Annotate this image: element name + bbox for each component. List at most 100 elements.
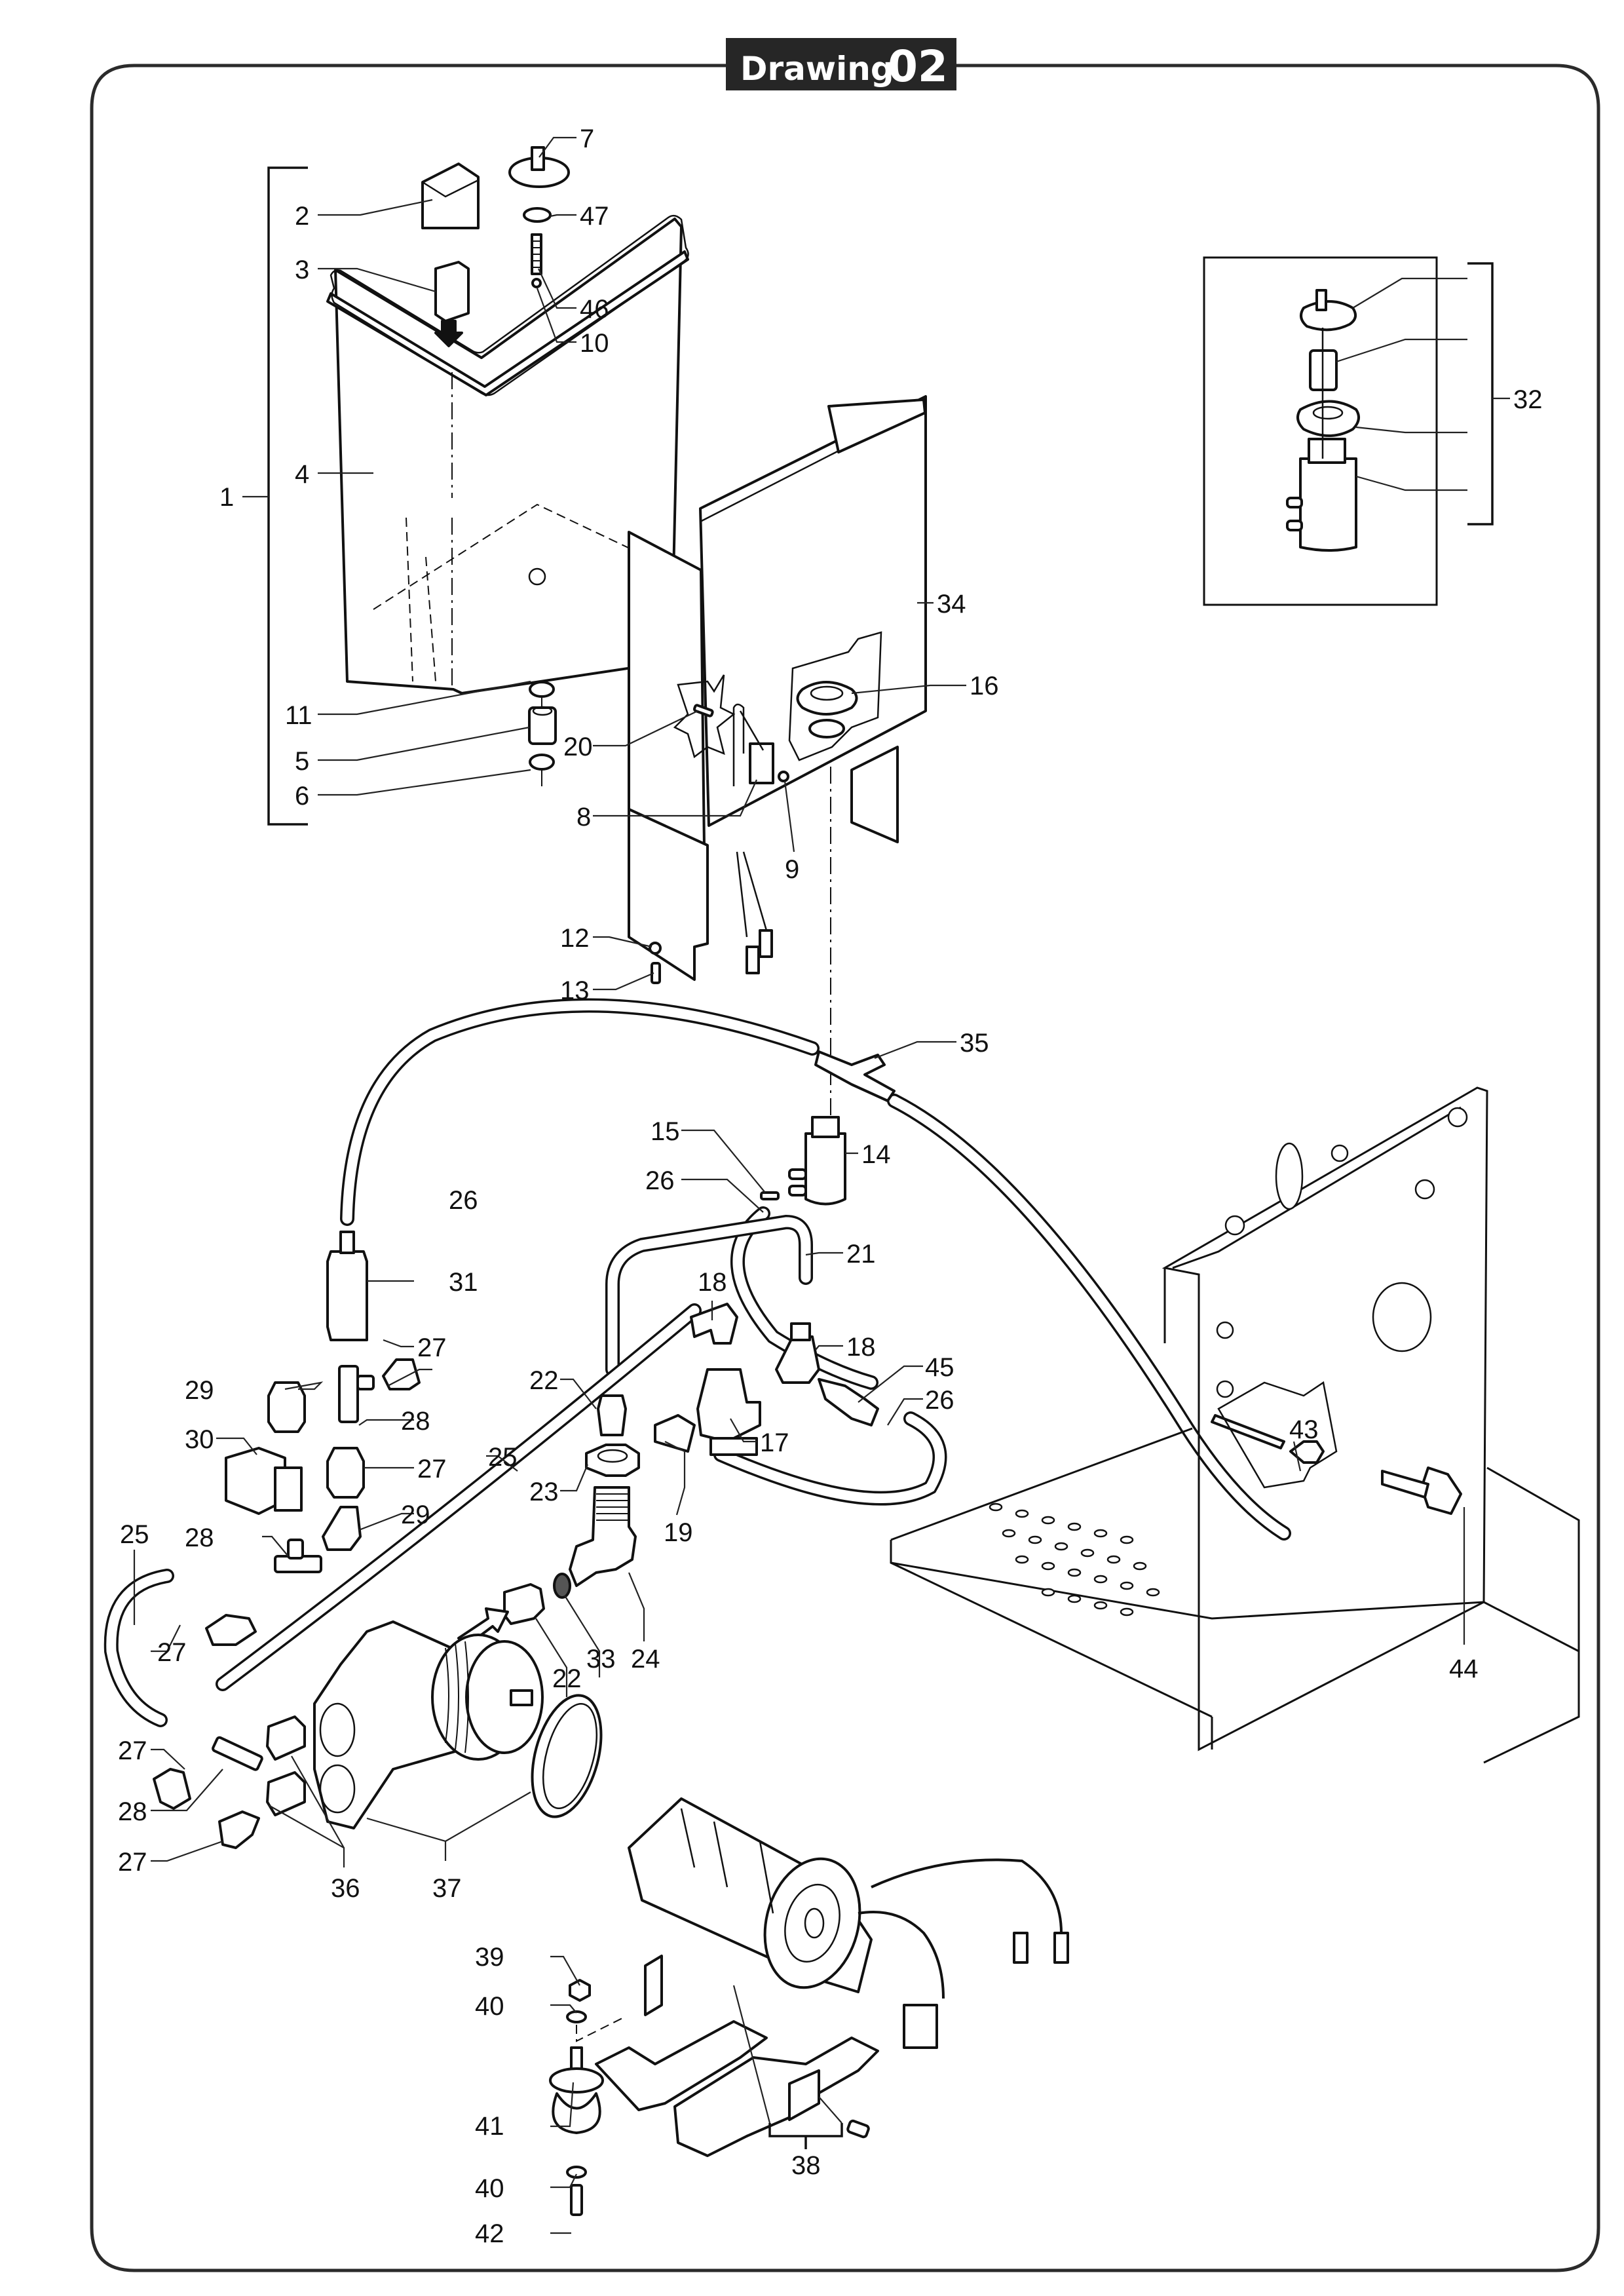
callout-17: 17: [760, 1428, 789, 1457]
tank-support-34: [628, 395, 927, 1127]
part-6-oring: [529, 754, 555, 771]
part-2-filter-cap: [421, 163, 480, 229]
part-27-elbow-d: [153, 1768, 191, 1810]
callout-35: 35: [960, 1029, 989, 1058]
callout-1: 1: [219, 483, 234, 512]
title-block: Drawing 02: [726, 38, 956, 92]
callout-9: 9: [785, 855, 799, 884]
part-27-elbow-b: [322, 1506, 362, 1551]
part-17-valve: [696, 1368, 761, 1443]
part-40-washer-upper: [566, 2010, 587, 2023]
callout-27a: 27: [417, 1333, 447, 1362]
pump-motor: [313, 1620, 1069, 2216]
callout-16: 16: [970, 672, 999, 700]
callout-42: 42: [475, 2219, 504, 2248]
page-frame: [90, 64, 1600, 2272]
callout-2: 2: [295, 202, 309, 231]
inset-frame: [1203, 256, 1438, 606]
callout-29b: 29: [401, 1501, 430, 1529]
part-11-oring: [529, 681, 555, 698]
part-29-pressure-switch-b: [326, 1447, 365, 1499]
part-18-elbow-b: [775, 1335, 820, 1384]
callout-47: 47: [580, 202, 609, 231]
part-24-elbow: [569, 1486, 637, 1587]
callout-29a: 29: [185, 1376, 214, 1405]
callout-33: 33: [586, 1645, 616, 1674]
callout-6: 6: [295, 782, 309, 811]
insert-arrow: [434, 320, 463, 347]
callout-24: 24: [631, 1645, 660, 1674]
part-42-screw: [570, 2184, 583, 2216]
callout-10: 10: [580, 329, 609, 358]
motor-connector-b: [1053, 1932, 1069, 1964]
callout-26a: 26: [449, 1186, 478, 1215]
part-5-valve: [528, 706, 557, 745]
part-38-bracket: [595, 2020, 768, 2111]
part-22-nipple-lower: [503, 1583, 545, 1625]
callout-25a: 25: [488, 1443, 518, 1472]
part-40-washer-lower: [566, 2166, 587, 2179]
part-10-ball: [531, 278, 542, 288]
inset-knob: [1300, 300, 1357, 332]
callout-4: 4: [295, 460, 309, 489]
part-3-filter-holder: [434, 261, 470, 322]
callout-11: 11: [285, 701, 312, 730]
callout-32: 32: [1513, 385, 1543, 414]
callout-38: 38: [791, 2151, 821, 2180]
part-36-nipple-b: [266, 1771, 306, 1816]
part-26-tube-upper: [340, 998, 820, 1226]
callout-26c: 26: [925, 1386, 954, 1415]
callout-26b: 26: [645, 1166, 675, 1195]
callout-19: 19: [664, 1518, 693, 1547]
motor-connector-a: [1013, 1932, 1029, 1964]
bracket-screw: [846, 2119, 870, 2139]
callout-13: 13: [560, 976, 590, 1005]
motor-connector-c: [903, 2004, 938, 2049]
callout-28b: 28: [185, 1523, 214, 1552]
part-47-oring: [523, 207, 552, 223]
tank-rim: [326, 250, 689, 396]
callout-44: 44: [1449, 1655, 1479, 1683]
part-28-tee-upper: [338, 1365, 359, 1423]
components: [153, 1050, 896, 1849]
callout-labels: 1 2 3 4 5 6 7 8 9 10 11 12 13 14 15 16 1…: [118, 124, 1543, 2248]
callout-25b: 25: [120, 1520, 149, 1549]
part-26-tube-return: [713, 1411, 947, 1506]
inset-body: [1299, 457, 1357, 552]
callout-22b: 22: [552, 1664, 582, 1693]
part-43-tube: [1211, 1414, 1285, 1449]
part-45-connector: [818, 1378, 879, 1426]
callout-12: 12: [560, 924, 590, 953]
callout-23: 23: [529, 1478, 559, 1506]
callout-43: 43: [1289, 1415, 1319, 1444]
callout-21: 21: [846, 1240, 876, 1269]
callout-40a: 40: [475, 1992, 504, 2021]
part-15-screw: [760, 1191, 780, 1200]
callout-5: 5: [295, 747, 309, 776]
part-39-nut: [569, 1979, 591, 2002]
part-33-filter-screen: [553, 1573, 571, 1599]
part-27-elbow-e: [218, 1810, 260, 1849]
water-tank: [242, 146, 689, 826]
part-36-nipple-a: [266, 1715, 306, 1761]
part-18-elbow-a: [690, 1303, 738, 1345]
part-20-screw: [692, 704, 714, 718]
part-41-foot: [549, 2067, 604, 2094]
callout-31: 31: [449, 1268, 478, 1297]
part-35-t-connector: [814, 1050, 896, 1102]
title-number: 02: [888, 41, 948, 92]
machine-frame: [890, 1086, 1580, 1764]
motor-end-cap: [763, 1857, 861, 1989]
callout-34: 34: [937, 590, 966, 619]
callout-28c: 28: [118, 1797, 147, 1826]
part-9-nut: [778, 771, 789, 782]
callout-45: 45: [925, 1353, 954, 1382]
part-26-tube-right: [887, 1094, 1291, 1540]
part-8-level-sensor: [749, 742, 774, 784]
drip-tray-perforations: [989, 1502, 1160, 1617]
callout-20: 20: [563, 733, 593, 761]
callout-8: 8: [576, 803, 591, 832]
callout-30: 30: [185, 1425, 214, 1454]
callout-39: 39: [475, 1943, 504, 1972]
part-19-hose-tail: [654, 1414, 696, 1453]
